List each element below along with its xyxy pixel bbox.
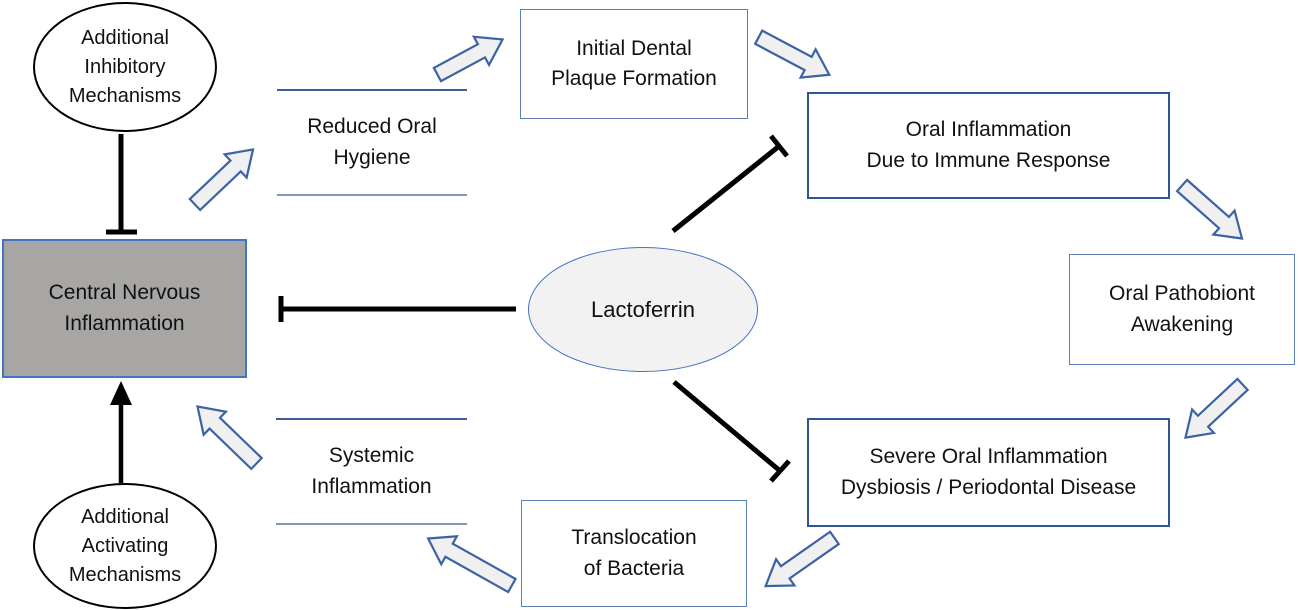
- flow-arrow-translocation-to-systemic: [426, 535, 518, 594]
- flow-arrow-severe-oral-to-translocation: [763, 530, 841, 588]
- activate-arrow-activating-to-cns: [110, 381, 132, 483]
- node-additional-inhibitory-mechanisms: Additional Inhibitory Mechanisms: [33, 2, 217, 132]
- flow-arrow-oral-inflammation-to-pathobiont: [1175, 178, 1244, 240]
- node-label: Oral Pathobiont Awakening: [1109, 282, 1255, 336]
- flow-arrow-initial-dental-to-oral-inflammation: [753, 29, 832, 79]
- node-label: Oral Inflammation Due to Immune Response: [866, 118, 1111, 172]
- node-lactoferrin: Lactoferrin: [528, 247, 758, 372]
- node-label: Initial Dental Plaque Formation: [551, 36, 717, 90]
- node-label: Central Nervous Inflammation: [48, 281, 201, 335]
- flow-arrow-systemic-to-cns: [196, 405, 264, 471]
- flow-arrow-pathobiont-to-severe-oral: [1184, 377, 1250, 439]
- inhibit-connector-lactoferrin-to-oral-inflammation: [671, 134, 789, 233]
- node-label: Additional Inhibitory Mechanisms: [68, 26, 182, 107]
- node-reduced-oral-hygiene: Reduced Oral Hygiene: [277, 89, 467, 196]
- node-label: Lactoferrin: [591, 296, 695, 322]
- node-central-nervous-inflammation: Central Nervous Inflammation: [2, 239, 247, 378]
- inhibit-connector-inhibitory-to-cns: [106, 134, 137, 235]
- node-label: Severe Oral Inflammation Dysbiosis / Per…: [840, 445, 1137, 499]
- flow-arrow-reduced-hygiene-to-initial-dental: [432, 35, 505, 83]
- node-label: Systemic Inflammation: [311, 444, 432, 498]
- node-systemic-inflammation: Systemic Inflammation: [276, 418, 467, 525]
- inhibit-connector-lactoferrin-to-severe-oral: [672, 380, 791, 483]
- node-oral-pathobiont-awakening: Oral Pathobiont Awakening: [1069, 254, 1295, 365]
- node-translocation-of-bacteria: Translocation of Bacteria: [521, 500, 747, 607]
- node-oral-inflammation-due-to-immune-response: Oral Inflammation Due to Immune Response: [807, 92, 1170, 199]
- node-severe-oral-inflammation-dysbiosis-periodontal-disease: Severe Oral Inflammation Dysbiosis / Per…: [807, 418, 1170, 527]
- node-additional-activating-mechanisms: Additional Activating Mechanisms: [33, 483, 217, 609]
- inhibit-connector-lactoferrin-to-cns: [278, 296, 516, 322]
- node-initial-dental-plaque-formation: Initial Dental Plaque Formation: [520, 9, 748, 119]
- flow-arrow-cns-to-reduced-hygiene: [188, 148, 255, 212]
- node-label: Translocation of Bacteria: [571, 526, 697, 580]
- node-label: Additional Activating Mechanisms: [68, 505, 182, 586]
- node-label: Reduced Oral Hygiene: [307, 115, 437, 169]
